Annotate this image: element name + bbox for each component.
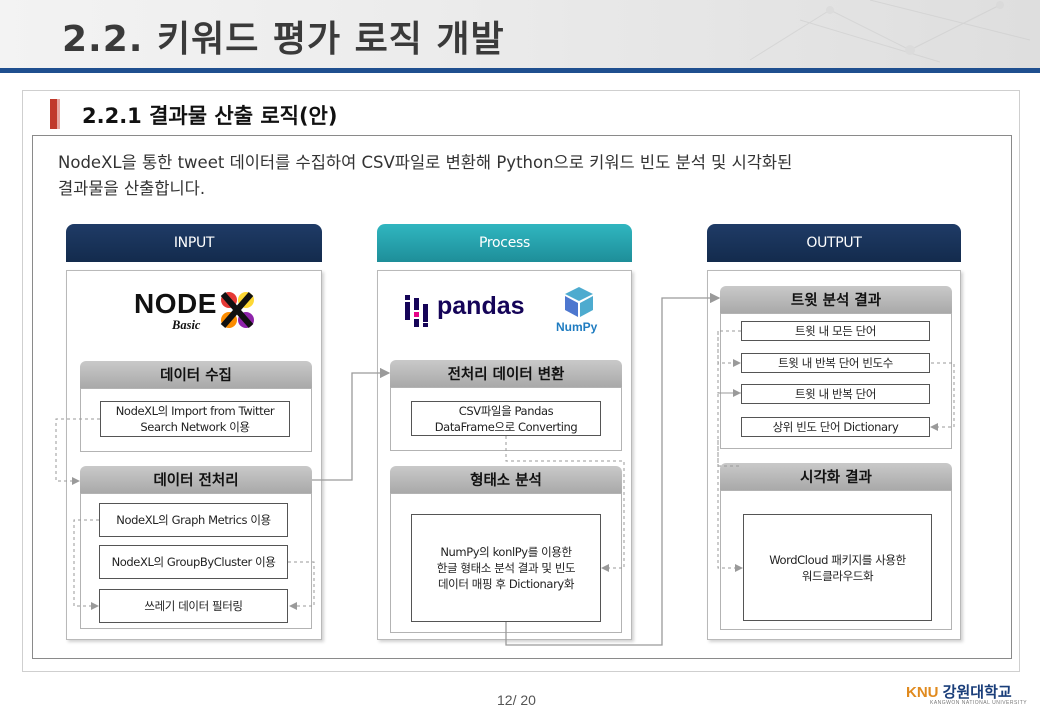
knu-logo-text: 강원대학교 — [942, 684, 1012, 701]
tweet-item-top-dictionary: 상위 빈도 단어 Dictionary — [741, 417, 930, 437]
header-rule — [0, 68, 1040, 73]
preprocess-item-filtering: 쓰레기 데이터 필터링 — [99, 589, 288, 623]
preprocess-item-groupbycluster: NodeXL의 GroupByCluster 이용 — [99, 545, 288, 579]
collect-item: NodeXL의 Import from Twitter Search Netwo… — [100, 401, 290, 437]
input-header: INPUT — [66, 224, 322, 262]
nodexl-logo-subtext: Basic — [172, 318, 201, 332]
network-decoration — [749, 0, 1031, 63]
numpy-logo-icon — [565, 287, 593, 317]
preprocess-item-graph-metrics: NodeXL의 Graph Metrics 이용 — [99, 503, 288, 537]
morph-item: NumPy의 konlPy를 이용한 한글 형태소 분석 결과 및 빈도 데이터… — [411, 514, 601, 622]
knu-logo-subtext: KANGWON NATIONAL UNIVERSITY — [930, 700, 1028, 706]
intro-line-1: NodeXL을 통한 tweet 데이터를 수집하여 CSV파일로 변환해 Py… — [58, 153, 793, 172]
numpy-logo-text: NumPy — [556, 320, 598, 334]
page-number: 12/ 20 — [497, 692, 536, 708]
nodexl-logo-icon — [220, 292, 254, 328]
morph-title: 형태소 분석 — [390, 466, 622, 493]
section-title: 2.2.1 결과물 산출 로직(안) — [82, 104, 338, 128]
intro-text: NodeXL을 통한 tweet 데이터를 수집하여 CSV파일로 변환해 Py… — [58, 150, 958, 202]
process-header: Process — [377, 224, 632, 262]
nodexl-logo-text: NODE — [134, 288, 217, 319]
output-header: OUTPUT — [707, 224, 961, 262]
preprocess-title: 데이터 전처리 — [80, 466, 312, 493]
intro-line-2: 결과물을 산출합니다. — [58, 179, 206, 198]
convert-title: 전처리 데이터 변환 — [390, 360, 622, 387]
section-accent-bar — [50, 99, 57, 129]
tweet-analysis-title: 트윗 분석 결과 — [720, 286, 952, 313]
convert-item: CSV파일을 Pandas DataFrame으로 Converting — [411, 401, 601, 436]
tweet-item-all-words: 트윗 내 모든 단어 — [741, 321, 930, 341]
visualization-item: WordCloud 패키지를 사용한 워드클라우드화 — [743, 514, 932, 621]
section-accent-bar-light — [57, 99, 60, 129]
pandas-logo-icon — [405, 295, 428, 327]
slide-header-background — [0, 0, 1040, 70]
pandas-logo-text: pandas — [437, 292, 525, 320]
university-logo: KNU 강원대학교 — [906, 681, 1012, 702]
tweet-item-repeat-words: 트윗 내 반복 단어 — [741, 384, 930, 404]
collect-title: 데이터 수집 — [80, 361, 312, 388]
knu-logo-mark: KNU — [906, 684, 939, 701]
visualization-title: 시각화 결과 — [720, 463, 952, 490]
slide-title: 2.2. 키워드 평가 로직 개발 — [62, 19, 505, 60]
tweet-item-repeat-frequency: 트윗 내 반복 단어 빈도수 — [741, 353, 930, 373]
